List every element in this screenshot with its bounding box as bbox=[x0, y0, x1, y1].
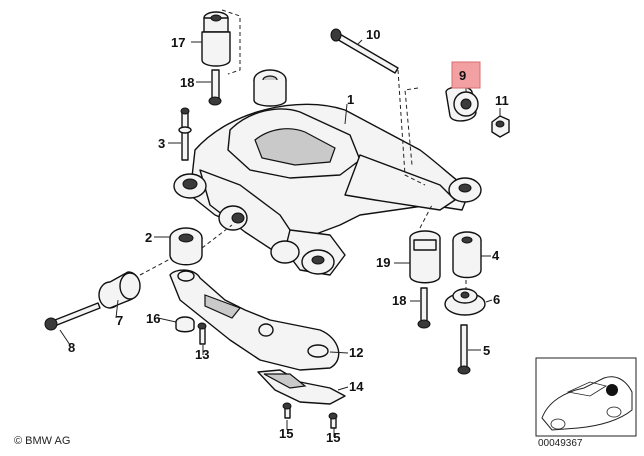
callout-5[interactable]: 5 bbox=[483, 343, 490, 358]
callout-17[interactable]: 17 bbox=[171, 35, 185, 50]
nut-part-11[interactable] bbox=[491, 115, 510, 138]
subframe-bushing-right bbox=[448, 177, 482, 203]
bushing-part-2[interactable] bbox=[169, 227, 203, 266]
subframe-bushing-front-left bbox=[173, 173, 207, 199]
carrier-bracket-part-12[interactable] bbox=[169, 269, 340, 371]
mount-part-6[interactable] bbox=[444, 288, 486, 316]
subframe-bushing-rear-left bbox=[218, 205, 248, 231]
callout-2[interactable]: 2 bbox=[145, 230, 152, 245]
callout-16[interactable]: 16 bbox=[146, 311, 160, 326]
bolt-part-13[interactable] bbox=[197, 322, 207, 345]
callout-14[interactable]: 14 bbox=[349, 379, 364, 394]
vehicle-locator-thumbnail bbox=[535, 357, 637, 437]
callout-19[interactable]: 19 bbox=[376, 255, 390, 270]
callout-15-left[interactable]: 15 bbox=[279, 426, 293, 441]
bolt-part-18-top[interactable] bbox=[208, 69, 222, 106]
bolt-part-15-left[interactable] bbox=[282, 402, 292, 419]
callout-11[interactable]: 11 bbox=[495, 93, 509, 108]
bushing-part-4[interactable] bbox=[452, 231, 482, 279]
callout-4[interactable]: 4 bbox=[492, 248, 500, 263]
callout-9[interactable]: 9 bbox=[459, 68, 466, 83]
bolt-part-8[interactable] bbox=[44, 302, 101, 331]
bolt-part-18-right[interactable] bbox=[417, 287, 431, 329]
bushing-part-17[interactable] bbox=[201, 11, 231, 67]
callout-6[interactable]: 6 bbox=[493, 292, 500, 307]
callout-1[interactable]: 1 bbox=[347, 92, 354, 107]
callout-7[interactable]: 7 bbox=[116, 313, 123, 328]
grommet-part-16[interactable] bbox=[175, 316, 195, 333]
bushing-part-9[interactable] bbox=[445, 86, 479, 122]
bushing-part-19[interactable] bbox=[409, 230, 441, 284]
callout-12[interactable]: 12 bbox=[349, 345, 363, 360]
long-bolt-part-10[interactable] bbox=[330, 28, 399, 74]
brand-label: © BMW AG bbox=[14, 435, 70, 447]
bolt-part-15-right[interactable] bbox=[328, 412, 338, 429]
bolt-part-5[interactable] bbox=[457, 324, 471, 375]
callout-18-right[interactable]: 18 bbox=[392, 293, 406, 308]
callout-9-highlight bbox=[451, 61, 481, 89]
callout-15-right[interactable]: 15 bbox=[326, 430, 340, 445]
callout-13[interactable]: 13 bbox=[195, 347, 209, 362]
bolt-part-3[interactable] bbox=[178, 107, 192, 161]
subframe-bushing-center bbox=[270, 240, 335, 275]
leader-lines bbox=[59, 39, 501, 437]
locator-dot-icon bbox=[606, 384, 618, 396]
heat-shield-part-14[interactable] bbox=[257, 369, 346, 405]
callout-3[interactable]: 3 bbox=[158, 136, 165, 151]
callout-10[interactable]: 10 bbox=[366, 27, 380, 42]
rubber-mount-part-7[interactable] bbox=[98, 271, 141, 309]
callout-18-top[interactable]: 18 bbox=[180, 75, 194, 90]
diagram-number: 00049367 bbox=[538, 438, 583, 449]
callout-8[interactable]: 8 bbox=[68, 340, 75, 355]
